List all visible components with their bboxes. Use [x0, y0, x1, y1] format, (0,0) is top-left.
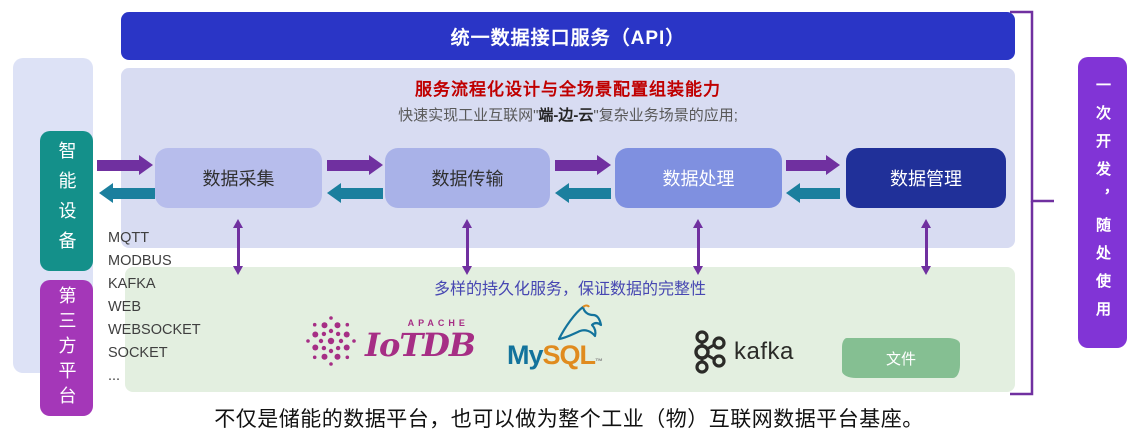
protocol-item: SOCKET	[108, 345, 168, 361]
data-transfer-label: 数据传输	[431, 169, 504, 189]
iotdb-name-label: IoTDB	[365, 326, 476, 364]
mysql-dolphin-icon	[557, 304, 603, 341]
develop-once-label: 一次开发，随处使用	[1094, 76, 1111, 329]
third-party-box: 第三方平台	[40, 280, 93, 416]
storage-panel: 多样的持久化服务，保证数据的完整性 APACHE IoTDB	[125, 267, 1015, 392]
api-banner-label: 统一数据接口服务（API）	[450, 27, 686, 49]
smart-device-box: 智能设备	[40, 131, 93, 271]
double-arrow-vertical-icon	[233, 219, 243, 275]
arrow-right-icon	[555, 155, 611, 175]
arrow-left-icon	[99, 183, 155, 203]
subtitle-emphasis: 端-边-云	[538, 107, 594, 124]
smart-device-label: 智能设备	[56, 141, 77, 261]
arrow-right-icon	[327, 155, 383, 175]
protocol-list: MQTT MODBUS KAFKA WEB WEBSOCKET SOCKET .…	[108, 227, 201, 388]
data-manage-box: 数据管理	[846, 148, 1006, 208]
double-arrow-vertical-icon	[462, 219, 472, 275]
right-brace-icon	[1010, 10, 1054, 396]
file-storage-chip: 文件	[842, 338, 960, 378]
third-party-label: 第三方平台	[56, 285, 77, 411]
double-arrow-vertical-icon	[693, 219, 703, 275]
service-panel-subtitle: 快速实现工业互联网"端-边-云"复杂业务场景的应用;	[121, 104, 1015, 125]
kafka-icon	[694, 330, 726, 374]
footer-caption: 不仅是储能的数据平台，也可以做为整个工业（物）互联网数据平台基座。	[214, 408, 924, 431]
develop-once-note: 一次开发，随处使用	[1078, 57, 1127, 348]
mysql-logo: MySQL™	[507, 303, 607, 372]
iotdb-apache-label: APACHE	[407, 318, 469, 328]
data-process-label: 数据处理	[662, 169, 735, 189]
subtitle-suffix: "复杂业务场景的应用;	[593, 107, 738, 124]
kafka-logo: kafka	[692, 329, 794, 375]
data-transfer-box: 数据传输	[385, 148, 550, 208]
protocol-item: MQTT	[108, 230, 150, 246]
mysql-sql-label: SQL	[542, 340, 597, 370]
mysql-tm-label: ™	[595, 357, 603, 366]
arrow-right-icon	[97, 155, 153, 175]
protocol-item: ...	[108, 368, 121, 384]
arrow-left-icon	[555, 183, 611, 203]
kafka-name-label: kafka	[734, 338, 794, 365]
left-sources-container: 智能设备 第三方平台	[13, 58, 93, 416]
mysql-my-label: My	[507, 340, 544, 370]
file-storage-label: 文件	[885, 350, 916, 368]
data-process-box: 数据处理	[615, 148, 782, 208]
iotdb-logo: APACHE IoTDB	[303, 313, 476, 369]
double-arrow-vertical-icon	[921, 219, 931, 275]
protocol-item: KAFKA	[108, 276, 156, 292]
data-manage-label: 数据管理	[890, 169, 962, 189]
protocol-item: WEB	[108, 299, 142, 315]
arrow-left-icon	[327, 183, 383, 203]
iotdb-burst-icon	[306, 316, 356, 366]
mysql-name-label: MySQL™	[507, 342, 607, 372]
subtitle-prefix: 快速实现工业互联网"	[398, 107, 539, 124]
protocol-item: MODBUS	[108, 253, 172, 269]
arrow-right-icon	[786, 155, 840, 175]
arrow-left-icon	[786, 183, 840, 203]
data-collect-box: 数据采集	[155, 148, 322, 208]
api-banner: 统一数据接口服务（API）	[121, 12, 1015, 60]
data-collect-label: 数据采集	[202, 169, 275, 189]
service-panel-title: 服务流程化设计与全场景配置组装能力	[415, 80, 721, 99]
storage-caption: 多样的持久化服务，保证数据的完整性	[433, 281, 706, 298]
protocol-item: WEBSOCKET	[108, 322, 201, 338]
